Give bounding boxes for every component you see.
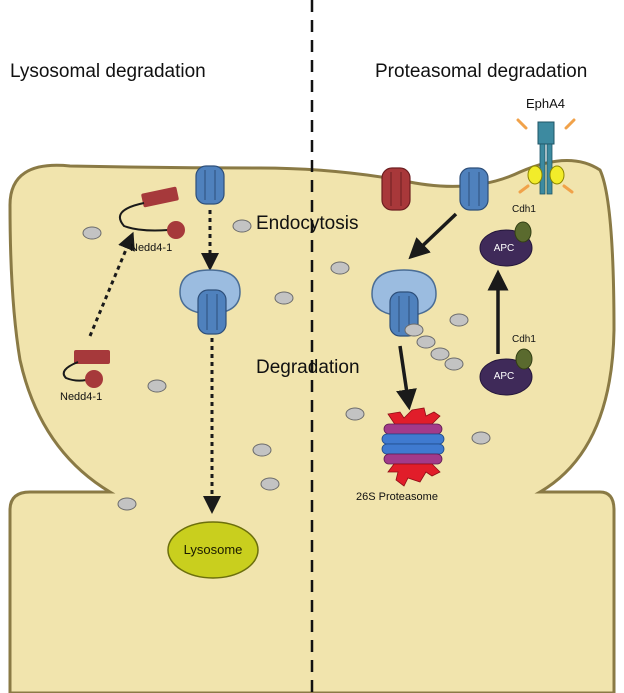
label-endocytosis: Endocytosis: [256, 213, 359, 234]
nedd4-translocation-arrow: [88, 231, 135, 337]
heading-proteasomal: Proteasomal degradation: [375, 61, 588, 82]
label-cdh1-top: Cdh1: [512, 204, 536, 215]
proteasome: [381, 407, 445, 487]
ubiquitin-right: [330, 261, 491, 445]
label-cdh1-bottom: Cdh1: [512, 334, 536, 345]
receptor-red-membrane: [381, 167, 411, 211]
polyubiquitin-chain: [404, 323, 464, 371]
receptor-right-membrane: [459, 167, 489, 211]
label-nedd4-top: Nedd4-1: [130, 242, 173, 254]
nedd4-membrane: [119, 186, 185, 239]
cdh1-top: [514, 221, 532, 243]
vesicle-left: [179, 269, 241, 335]
epha4-receptor: [527, 121, 565, 195]
lysosome: [167, 521, 259, 579]
label-nedd4-bottom: Nedd4-1: [60, 391, 103, 403]
ubiquitin-left: [82, 219, 294, 511]
degradation-arrow: [396, 345, 417, 411]
apc-complex-bottom: [479, 358, 533, 396]
label-degradation: Degradation: [256, 357, 360, 378]
label-epha4: EphA4: [526, 96, 566, 111]
endocytosis-arrow-right: [408, 212, 458, 260]
heading-lysosomal: Lysosomal degradation: [10, 61, 206, 82]
label-proteasome: 26S Proteasome: [356, 491, 438, 503]
label-apc-bottom: APC: [493, 371, 515, 382]
cdh1-bottom: [515, 348, 533, 370]
ephrin-ligand-marks: [516, 118, 576, 194]
label-lysosome: Lysosome: [183, 542, 243, 557]
receptor-left-membrane: [195, 165, 225, 205]
nedd4-cytosol: [62, 350, 110, 388]
label-apc-top: APC: [493, 243, 515, 254]
